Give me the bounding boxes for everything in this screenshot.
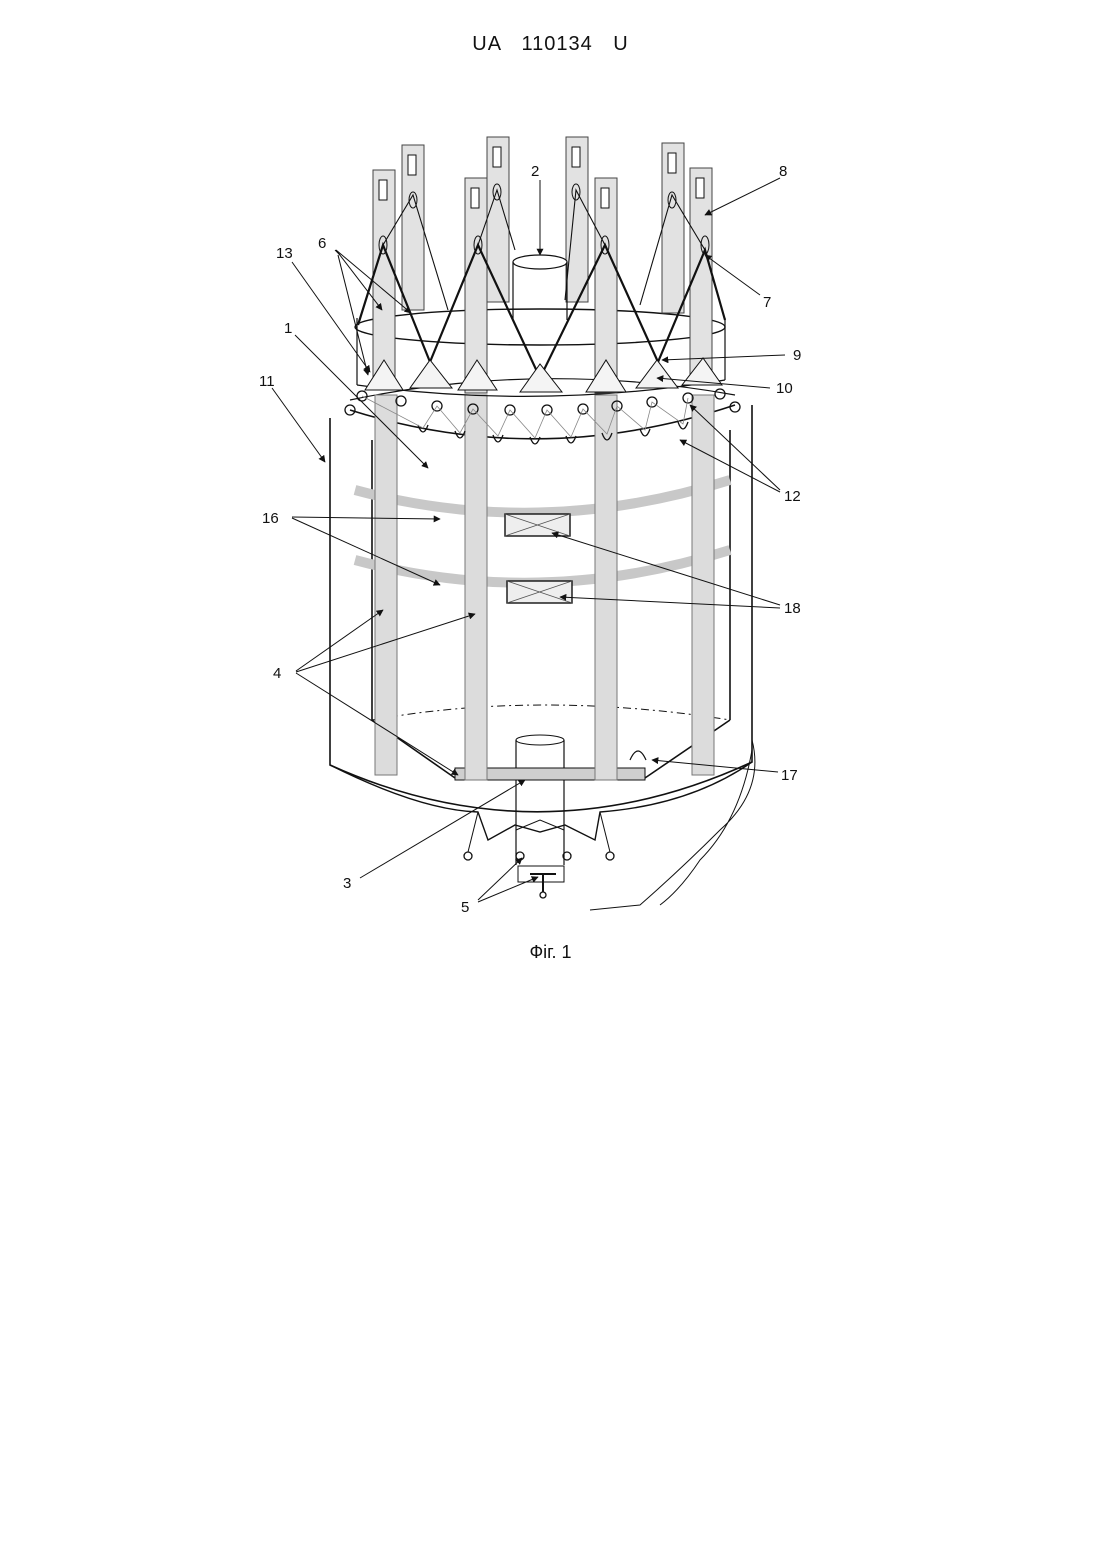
svg-text:18: 18 — [784, 600, 801, 617]
svg-text:17: 17 — [781, 767, 798, 784]
reinforcing-band-upper — [355, 480, 730, 513]
strap — [465, 395, 487, 780]
svg-text:7: 7 — [763, 294, 771, 311]
svg-text:2: 2 — [531, 163, 539, 180]
svg-text:9: 9 — [793, 347, 801, 364]
filling-spout — [513, 262, 567, 320]
svg-text:13: 13 — [276, 245, 293, 262]
svg-text:10: 10 — [776, 380, 793, 397]
svg-text:6: 6 — [318, 235, 326, 252]
bag-bottom-dash — [372, 705, 730, 720]
svg-text:1: 1 — [284, 320, 292, 337]
figure-caption: Фіг. 1 — [0, 942, 1101, 963]
svg-text:4: 4 — [273, 665, 281, 682]
svg-text:8: 8 — [779, 163, 787, 180]
strap — [375, 395, 397, 775]
discharge-spout — [516, 740, 564, 865]
svg-text:11: 11 — [259, 373, 275, 390]
fasteners — [365, 358, 722, 392]
svg-text:5: 5 — [461, 899, 469, 916]
loop-row — [345, 389, 740, 444]
svg-text:12: 12 — [784, 488, 801, 505]
strap — [595, 395, 617, 780]
reinforcing-band-lower — [355, 550, 730, 583]
svg-text:3: 3 — [343, 875, 351, 892]
svg-text:16: 16 — [262, 510, 279, 527]
